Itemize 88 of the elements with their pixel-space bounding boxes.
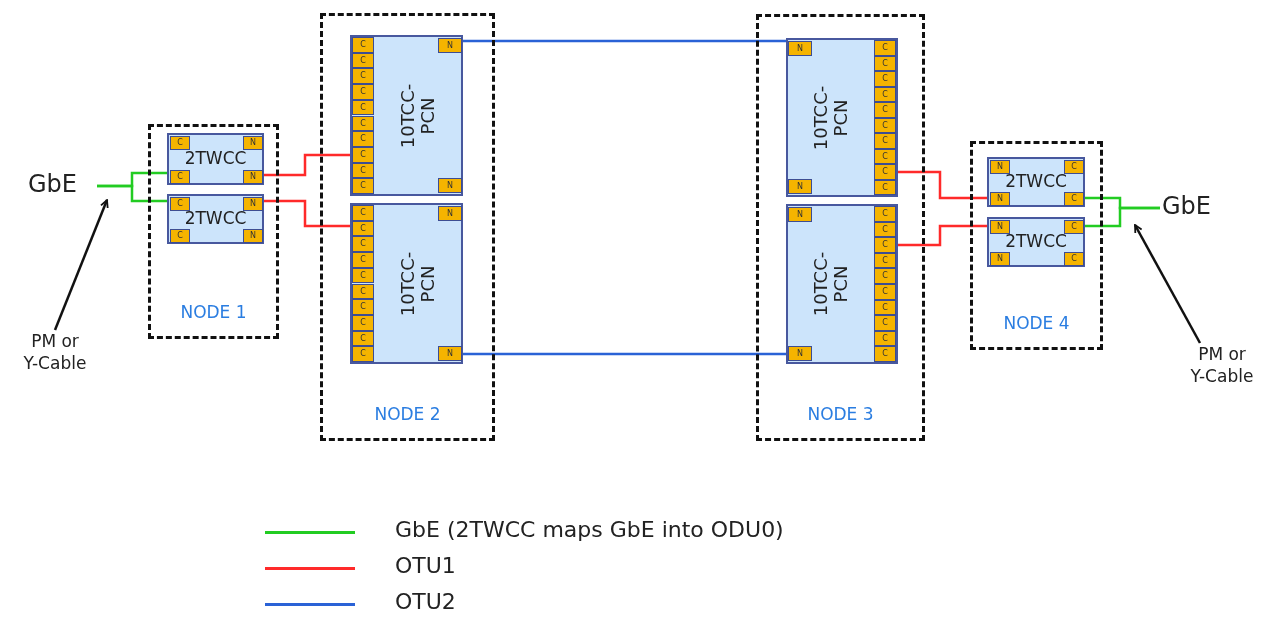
port-tag: C bbox=[874, 237, 896, 253]
port-tag: C bbox=[874, 315, 896, 331]
port-tag: C bbox=[352, 299, 374, 315]
port-tag: N bbox=[438, 206, 462, 221]
port-tag: C bbox=[1064, 160, 1084, 174]
line-card bbox=[786, 204, 898, 364]
transponder-card bbox=[987, 217, 1085, 267]
legend-text: GbE (2TWCC maps GbE into ODU0) bbox=[395, 517, 784, 542]
port-tag: C bbox=[170, 170, 190, 184]
connection-line bbox=[264, 153, 350, 177]
connection-line bbox=[463, 39, 786, 43]
port-tag: C bbox=[170, 229, 190, 243]
port-tag: C bbox=[874, 71, 896, 87]
port-tag: C bbox=[352, 252, 374, 268]
card-name: 10TCC- PCN bbox=[397, 250, 438, 318]
port-tag: N bbox=[243, 136, 263, 150]
port-tag: N bbox=[788, 179, 812, 194]
line-card bbox=[350, 35, 463, 196]
connection-line bbox=[898, 170, 987, 200]
port-tag: C bbox=[352, 205, 374, 221]
transponder-card bbox=[167, 194, 264, 244]
port-tag: N bbox=[788, 346, 812, 361]
port-tag: C bbox=[352, 84, 374, 100]
card-name: 2TWCC bbox=[1004, 171, 1068, 191]
card-name: 10TCC- PCN bbox=[811, 84, 851, 152]
port-tag: C bbox=[874, 133, 896, 149]
pointer-arrow bbox=[53, 199, 109, 331]
port-tag: C bbox=[352, 68, 374, 85]
port-tag: C bbox=[1064, 192, 1084, 206]
connection-line bbox=[898, 224, 987, 247]
port-tag: N bbox=[990, 252, 1010, 266]
port-tag: N bbox=[990, 160, 1010, 174]
node-label: NODE 3 bbox=[807, 404, 874, 424]
port-tag: C bbox=[874, 102, 896, 118]
port-tag: C bbox=[352, 236, 374, 253]
legend-text: OTU2 bbox=[395, 589, 456, 614]
port-tag: N bbox=[243, 170, 263, 184]
port-tag: N bbox=[788, 41, 812, 56]
connection-line bbox=[97, 184, 167, 203]
card-name: 10TCC- PCN bbox=[397, 82, 438, 150]
node-group-frame bbox=[970, 141, 1103, 350]
line-card bbox=[786, 38, 898, 197]
port-tag: C bbox=[352, 283, 374, 300]
port-tag: C bbox=[170, 136, 190, 150]
card-name: 2TWCC bbox=[183, 148, 248, 168]
port-tag: C bbox=[874, 206, 896, 222]
pointer-arrow bbox=[1133, 224, 1202, 344]
signal-label: GbE bbox=[28, 170, 96, 202]
port-tag: N bbox=[438, 346, 462, 361]
port-tag: N bbox=[243, 197, 263, 211]
port-tag: C bbox=[874, 284, 896, 300]
port-tag: C bbox=[1064, 220, 1084, 234]
port-tag: C bbox=[874, 40, 896, 56]
port-tag: C bbox=[352, 131, 374, 147]
port-tag: C bbox=[874, 268, 896, 284]
port-tag: C bbox=[352, 37, 374, 53]
connection-line bbox=[463, 352, 786, 356]
port-tag: N bbox=[438, 38, 462, 53]
port-tag: C bbox=[1064, 252, 1084, 266]
port-tag: C bbox=[352, 346, 374, 362]
transponder-card bbox=[167, 133, 264, 185]
node-label: NODE 1 bbox=[180, 302, 247, 322]
port-tag: C bbox=[170, 197, 190, 211]
port-tag: C bbox=[352, 178, 374, 194]
node-group-frame bbox=[320, 13, 495, 441]
card-name: 10TCC- PCN bbox=[811, 250, 851, 319]
annotation-text: PM or Y-Cable bbox=[2, 330, 108, 380]
transponder-card bbox=[987, 157, 1085, 207]
connection-line bbox=[264, 199, 350, 228]
port-tag: N bbox=[990, 220, 1010, 234]
connection-line bbox=[1085, 206, 1160, 228]
card-name: 2TWCC bbox=[1004, 231, 1068, 251]
node-group-frame bbox=[756, 14, 925, 441]
legend-text: OTU1 bbox=[395, 553, 456, 578]
port-tag: N bbox=[990, 192, 1010, 206]
port-tag: N bbox=[788, 207, 812, 222]
signal-label: GbE bbox=[1162, 192, 1228, 224]
port-tag: C bbox=[874, 346, 896, 362]
annotation-text: PM or Y-Cable bbox=[1172, 343, 1272, 393]
port-tag: N bbox=[243, 229, 263, 243]
line-card bbox=[350, 203, 463, 364]
node-label: NODE 4 bbox=[1003, 313, 1070, 333]
port-tag: C bbox=[352, 115, 374, 132]
card-name: 2TWCC bbox=[183, 208, 248, 228]
port-tag: C bbox=[874, 164, 896, 180]
node-label: NODE 2 bbox=[374, 404, 441, 424]
port-tag: N bbox=[438, 178, 462, 193]
node-group-frame bbox=[148, 124, 279, 339]
